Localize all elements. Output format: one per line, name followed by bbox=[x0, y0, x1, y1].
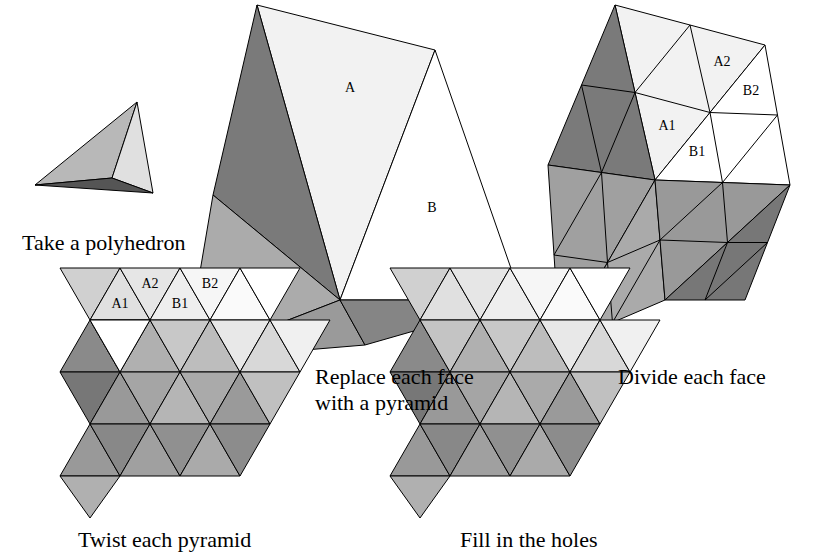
face-label: A2 bbox=[713, 55, 730, 69]
face-label: B2 bbox=[743, 84, 759, 98]
face-label: B bbox=[427, 201, 436, 215]
face-label: A1 bbox=[111, 297, 128, 311]
step-caption: Fill in the holes bbox=[460, 527, 598, 553]
face-label: B1 bbox=[172, 297, 188, 311]
step-caption: Divide each face bbox=[618, 364, 766, 390]
face-label: A2 bbox=[141, 277, 158, 291]
step-caption: Replace each face with a pyramid bbox=[315, 364, 515, 416]
face-label: B1 bbox=[689, 145, 705, 159]
step-caption: Twist each pyramid bbox=[78, 527, 251, 553]
face-label: A1 bbox=[658, 119, 675, 133]
face-label: B2 bbox=[202, 277, 218, 291]
step-caption: Take a polyhedron bbox=[22, 230, 185, 256]
face-label: A bbox=[345, 81, 355, 95]
